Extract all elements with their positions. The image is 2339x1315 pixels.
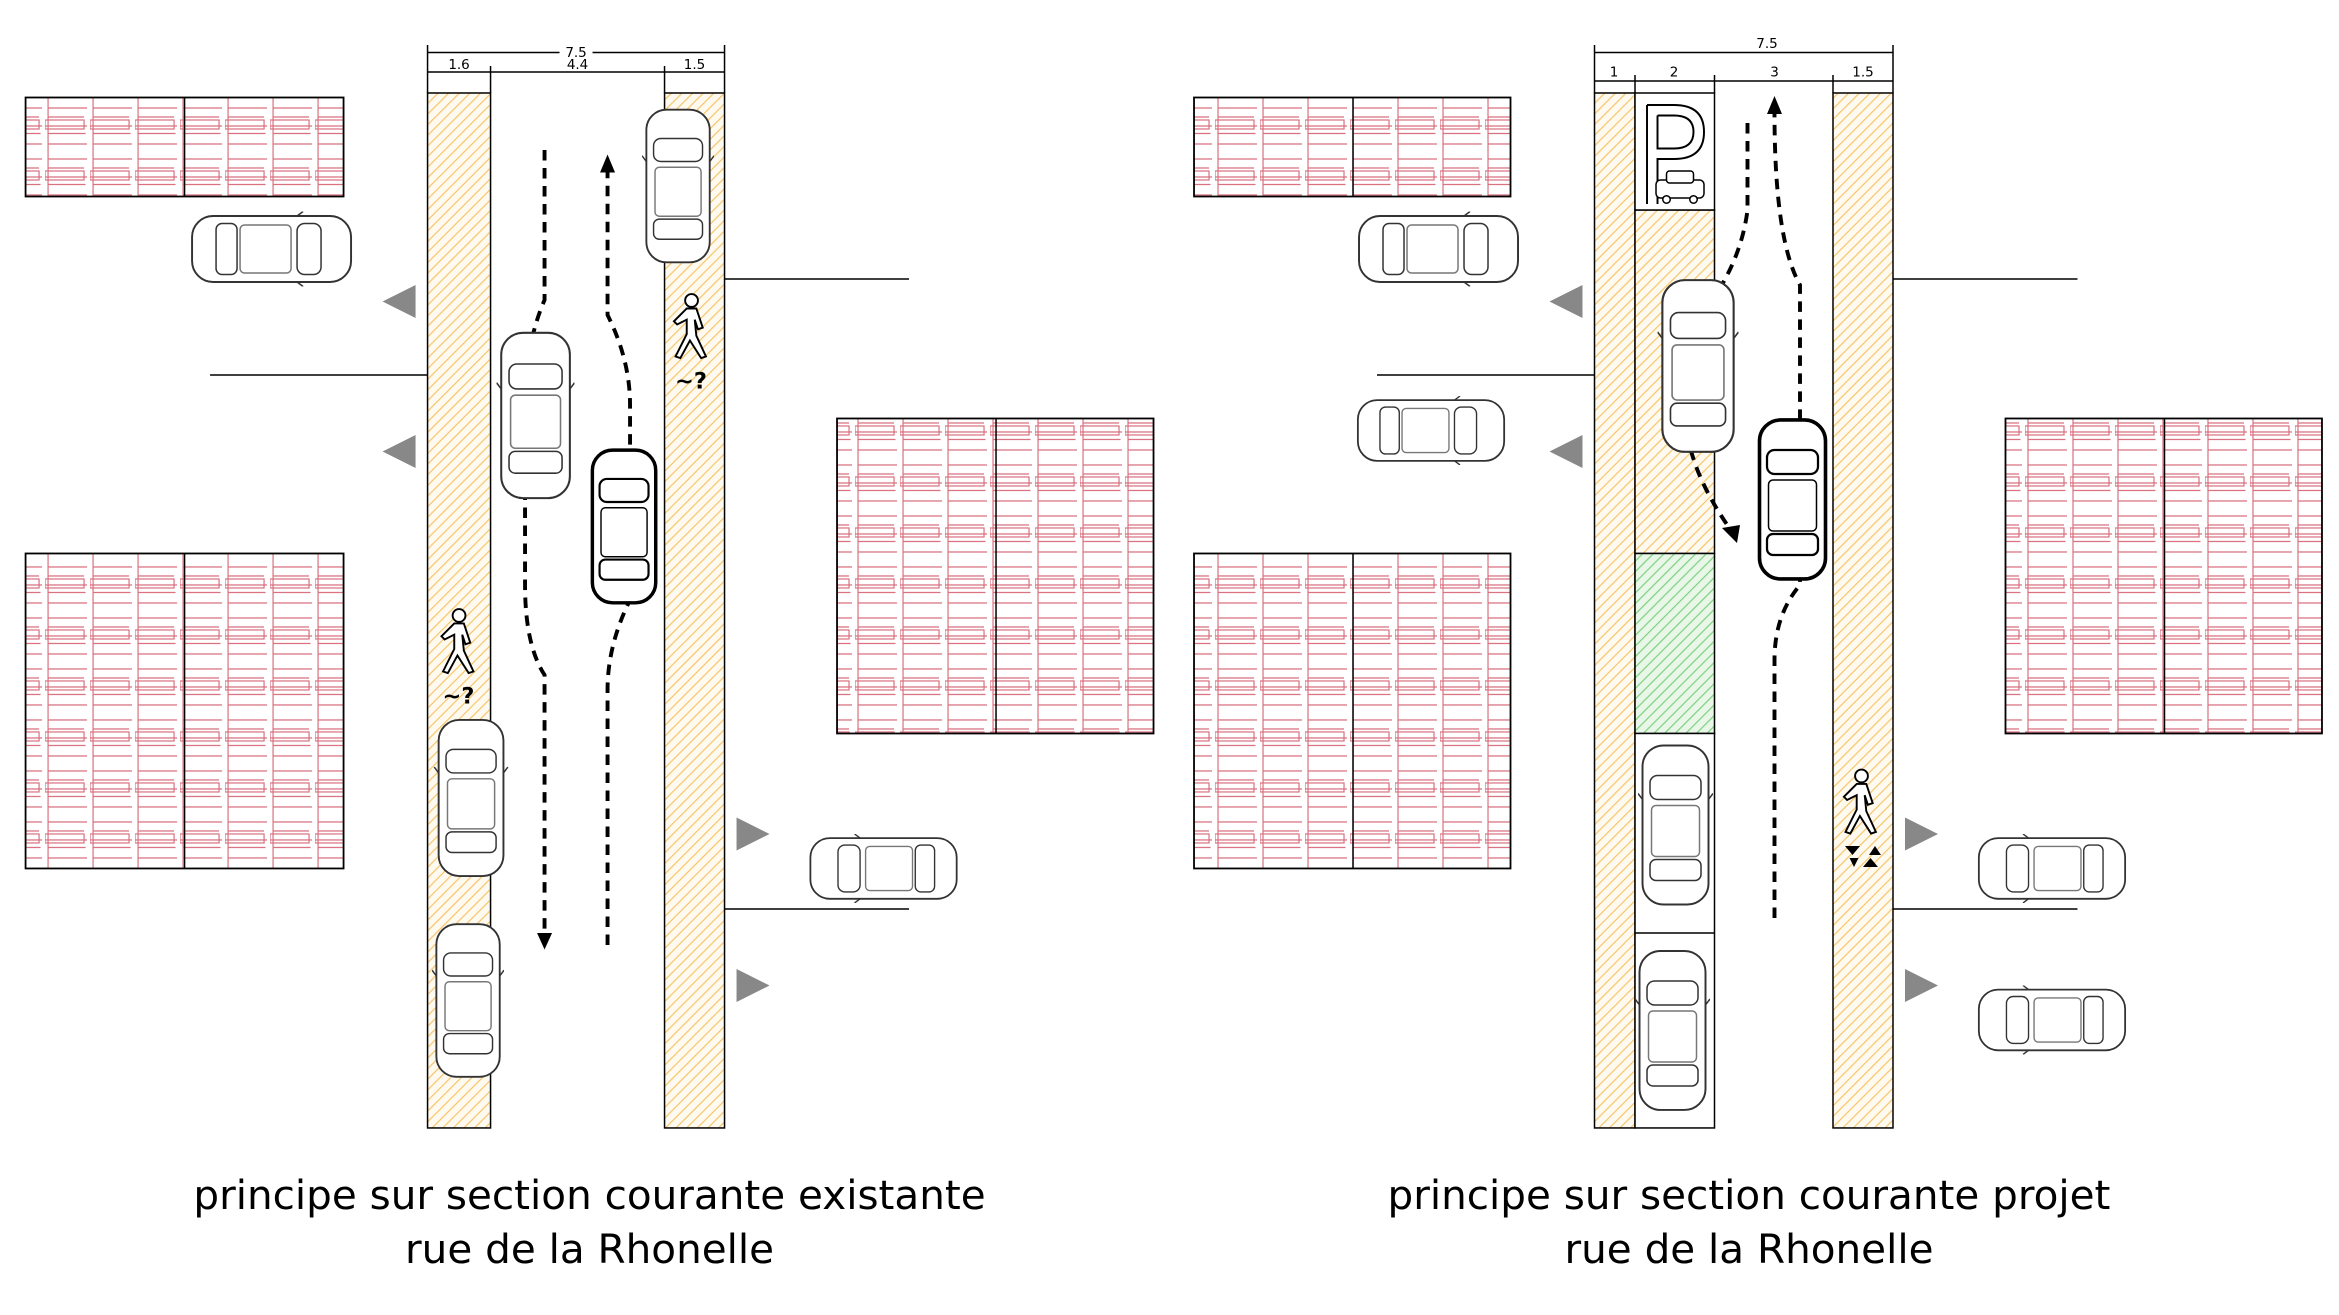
traffic-flow-up-arrow (1772, 112, 1802, 918)
car-icon (1977, 833, 2127, 903)
dimension-segment: 2 (1670, 64, 1679, 80)
parked-car-icon (642, 108, 715, 264)
car-icon (809, 833, 958, 903)
moving-car-icon (1757, 417, 1828, 581)
car-icon (1977, 985, 2127, 1055)
traffic-flow-parking-arrow (1683, 122, 1750, 534)
sidewalk-left (1593, 92, 1636, 1129)
dimension-segment: 1.5 (684, 57, 705, 73)
dimension-segment: 1 (1610, 64, 1619, 80)
dimension-segment: 1.6 (448, 57, 469, 73)
access-markers (382, 284, 770, 1002)
dimension-lines: 7.5 1 2 3 1.5 (1593, 36, 1894, 93)
dimension-segment: 3 (1770, 64, 1779, 80)
buildings (24, 96, 1155, 870)
car-icon (1356, 395, 1506, 465)
sidewalk-right (663, 92, 726, 1129)
dimension-lines: 7.5 1.6 4.4 1.5 (426, 45, 726, 93)
dimension-total: 7.5 (565, 45, 586, 61)
pedestrian-uncertain-note: ~? (443, 683, 475, 709)
moving-car-icon (590, 448, 658, 605)
triangle-right-icon (736, 968, 770, 1002)
access-markers (1549, 284, 1938, 1002)
car-icon (1358, 211, 1519, 287)
car-icon (191, 211, 353, 287)
right-panel-project: P 7.5 1 2 3 1.5 (1193, 36, 2323, 1273)
triangle-right-icon (1904, 817, 1938, 851)
pedestrian-uncertain-note: ~? (675, 368, 707, 394)
left-panel-existing: 7.5 1.6 4.4 1.5 ~? ~? principe su (24, 45, 1155, 1273)
maneuvering-car-icon (1657, 279, 1739, 453)
parking-sign: P (1646, 104, 1705, 204)
moving-car-icon (496, 331, 575, 500)
sidewalk-right (1832, 92, 1894, 1129)
triangle-right-icon (1904, 968, 1938, 1002)
dimension-segment: 1.5 (1852, 64, 1873, 80)
triangle-right-icon (736, 817, 770, 851)
traffic-flow-up-arrow (605, 167, 632, 945)
triangle-left-icon (1549, 284, 1583, 318)
caption-title: principe sur section courante projet (1388, 1171, 2111, 1219)
priority-symbol-icon (1844, 845, 1881, 867)
parked-car-icon (1635, 949, 1711, 1112)
parked-car-icon (1638, 744, 1714, 906)
buildings (1193, 96, 2323, 870)
triangle-left-icon (1549, 434, 1583, 468)
green-space (1634, 552, 1716, 735)
traffic-flow-down-arrow (523, 149, 547, 938)
triangle-left-icon (382, 284, 416, 318)
dimension-total: 7.5 (1756, 36, 1777, 52)
caption-street: rue de la Rhonelle (405, 1225, 774, 1273)
caption-title: principe sur section courante existante (193, 1171, 985, 1219)
parked-car-icon (432, 923, 505, 1078)
parking-p-icon (1646, 104, 1705, 204)
dimension-segment: 4.4 (567, 57, 588, 73)
parked-car-icon (433, 718, 509, 878)
caption-street: rue de la Rhonelle (1564, 1225, 1933, 1273)
triangle-left-icon (382, 434, 416, 468)
